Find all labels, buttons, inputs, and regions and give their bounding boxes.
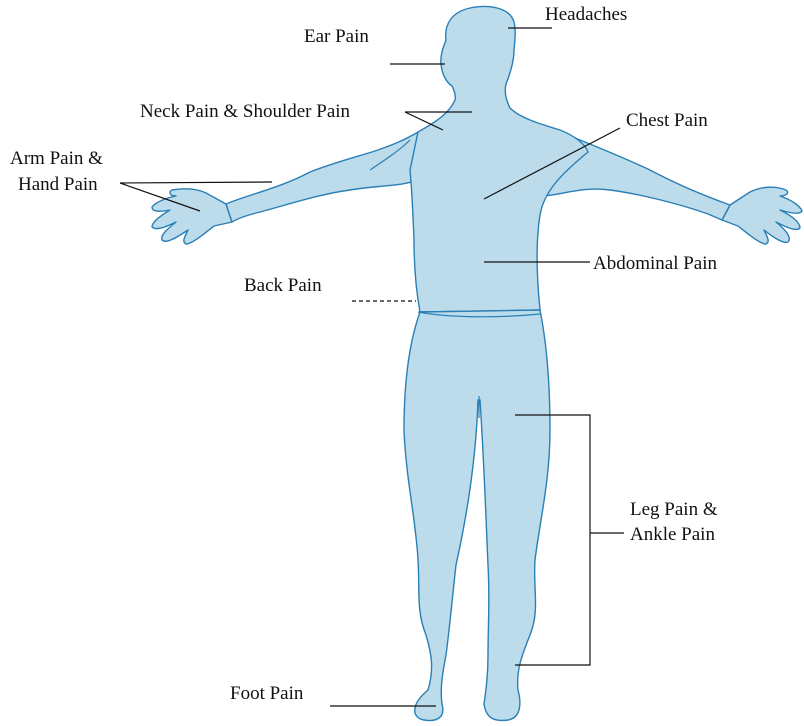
label-foot-pain: Foot Pain [230,683,304,704]
legs [404,310,550,720]
label-neck-shoulder-pain: Neck Pain & Shoulder Pain [140,101,351,122]
labels: Headaches Ear Pain Neck Pain & Shoulder … [10,4,718,704]
label-leg-ankle-pain-line1: Leg Pain & [630,499,718,520]
left-hand [152,189,232,244]
right-hand [722,187,802,244]
label-back-pain: Back Pain [244,275,322,296]
arm-pain-leader [120,182,272,183]
label-headaches: Headaches [545,4,627,25]
label-ear-pain: Ear Pain [304,26,369,47]
label-leg-ankle-pain-line2: Ankle Pain [630,524,715,545]
label-arm-hand-pain-line2: Hand Pain [18,174,98,195]
label-abdominal-pain: Abdominal Pain [593,253,718,274]
left-arm [226,132,425,222]
label-arm-hand-pain-line1: Arm Pain & [10,148,103,169]
label-chest-pain: Chest Pain [626,110,708,131]
